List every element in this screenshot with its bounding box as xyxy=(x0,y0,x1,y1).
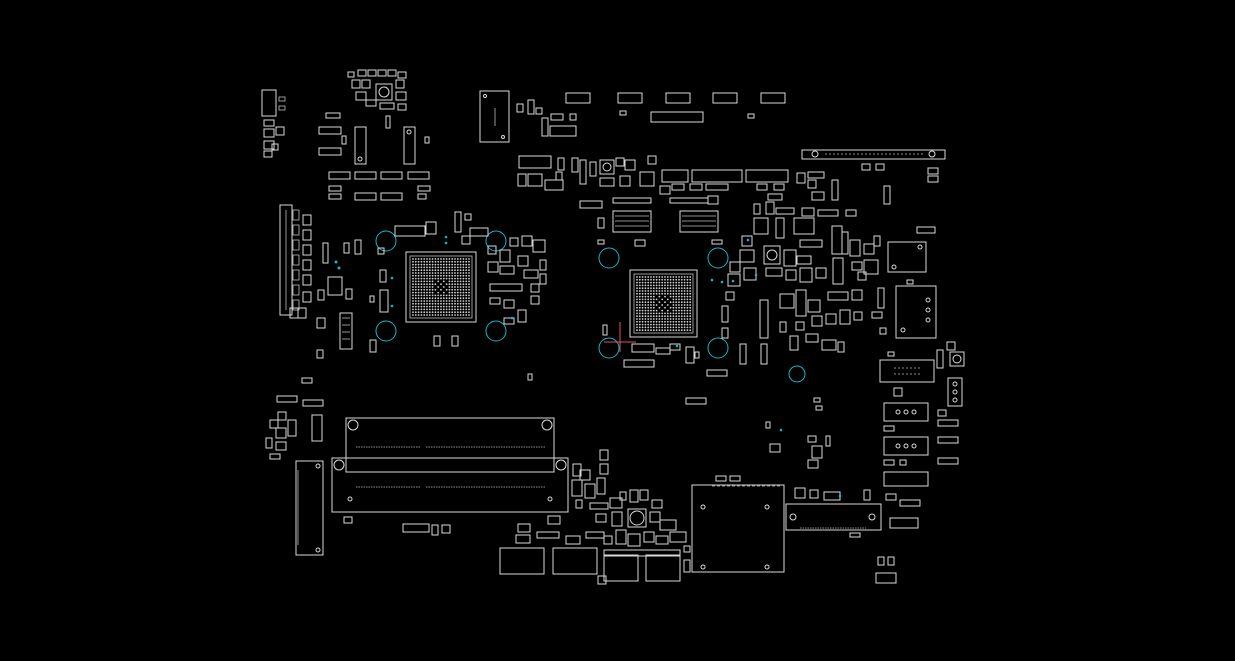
right-side-group xyxy=(801,149,965,584)
io-header xyxy=(279,204,293,316)
right-center-cluster xyxy=(725,171,887,383)
usb-port-1 xyxy=(565,92,591,104)
usb-port-2 xyxy=(499,547,545,575)
bottom-center-group xyxy=(343,449,691,585)
bottom-right-group xyxy=(691,397,882,573)
top-left-cluster xyxy=(318,69,431,201)
south-bga[interactable] xyxy=(598,247,768,405)
lcd-connector xyxy=(801,149,946,160)
so-dimm-slot-1[interactable] xyxy=(345,417,555,473)
vga-port xyxy=(879,359,935,383)
left-edge-group xyxy=(261,89,362,556)
north-bga[interactable] xyxy=(369,211,547,381)
top-center-group xyxy=(479,90,789,247)
so-dimm-slot-2[interactable] xyxy=(331,457,569,513)
rj45-port xyxy=(895,285,937,339)
